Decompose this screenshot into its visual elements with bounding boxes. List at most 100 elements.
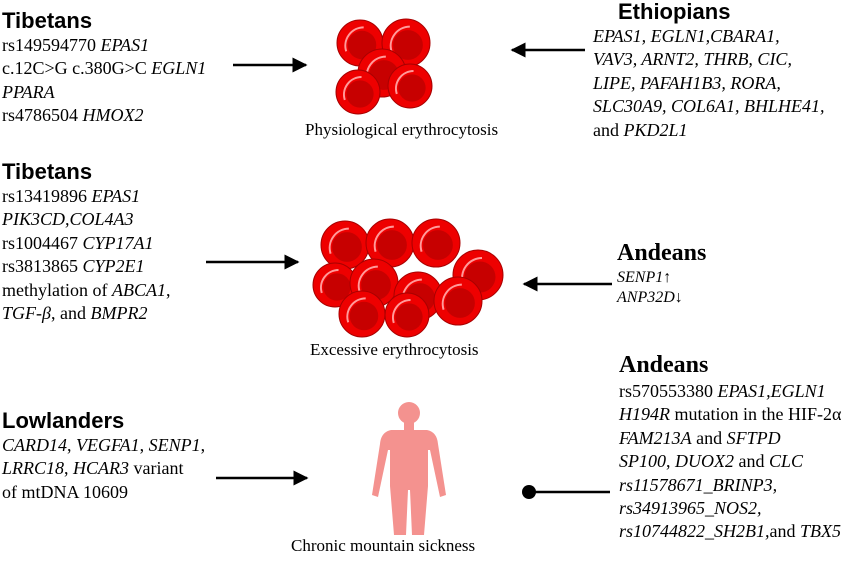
gene-name: SENP1: [148, 435, 201, 455]
gene-line: PIK3CD,COL4A3: [2, 208, 170, 231]
gene-text: rs1004467: [2, 232, 83, 253]
gene-name: rs10744822_SH2B1,: [619, 521, 770, 542]
group-title: Andeans: [617, 240, 707, 266]
group-title: Ethiopians: [618, 0, 731, 24]
gene-line: rs570553380 EPAS1,EGLN1: [619, 380, 841, 403]
gene-line: methylation of ABCA1,: [2, 279, 170, 302]
gene-name: HMOX2: [82, 105, 144, 126]
red-blood-cell-center: [323, 273, 351, 301]
red-blood-cell-highlight: [389, 25, 410, 52]
gene-text: ,: [165, 279, 171, 300]
red-blood-cell-highlight: [373, 225, 394, 252]
red-blood-cell-highlight: [419, 225, 440, 252]
gene-text: methylation of: [2, 279, 112, 300]
gene-line: PPARA: [2, 81, 206, 104]
gene-line: FAM213A and SFTPD: [619, 427, 841, 450]
group-ethiopians: Ethiopians EPAS1, EGLN1,CBARA1,VAV3, ARN…: [593, 0, 825, 142]
gene-line: and PKD2L1: [593, 119, 825, 142]
group-andeans-excessive: Andeans SENP1↑ANP32D↓: [617, 238, 706, 308]
gene-line: H194R mutation in the HIF-2α: [619, 403, 841, 426]
gene-name: EPAS1: [91, 186, 141, 206]
gene-list: EPAS1, EGLN1,CBARA1,VAV3, ARNT2, THRB, C…: [593, 25, 825, 142]
red-blood-cell-highlight: [346, 297, 366, 323]
gene-list: CARD14, VEGFA1, SENP1,LRRC18, HCAR3 vari…: [2, 434, 205, 504]
gene-text: ,: [139, 435, 149, 455]
gene-name: BMPR2: [90, 303, 148, 324]
group-title: Lowlanders: [2, 408, 125, 433]
caption-physiological: Physiological erythrocytosis: [305, 120, 499, 139]
gene-name: HCAR3: [73, 458, 130, 479]
gene-name: SLC30A9, COL6A1, BHLHE41,: [593, 96, 825, 117]
gene-name: EGLN1: [151, 58, 207, 79]
gene-name: TBX5: [800, 521, 842, 542]
gene-text: and: [691, 427, 727, 448]
gene-name: DUOX2: [675, 451, 734, 472]
red-blood-cell-center: [398, 74, 426, 102]
rbc-cluster-physiological: [335, 18, 433, 115]
gene-name: TGF-β: [2, 303, 51, 324]
gene-text: c.12C>G c.380G>C: [2, 58, 152, 79]
group-title: Tibetans: [2, 8, 93, 33]
gene-name: VAV3, ARNT2, THRB, CIC,: [593, 49, 792, 70]
inhibitor-dot: [522, 485, 536, 499]
gene-name: SFTPD: [726, 427, 781, 448]
group-title: Andeans: [619, 352, 709, 378]
gene-name: LRRC18: [2, 458, 65, 479]
gene-name: rs11578671_BRINP3,: [619, 474, 778, 495]
gene-name: FAM213A: [619, 427, 692, 448]
red-blood-cell-center: [393, 30, 423, 60]
gene-line: SENP1↑: [617, 268, 706, 288]
gene-name: PPARA: [2, 81, 55, 102]
gene-line: rs1004467 CYP17A1: [2, 232, 170, 255]
gene-line: VAV3, ARNT2, THRB, CIC,: [593, 48, 825, 71]
gene-name: VEGFA1: [76, 435, 140, 455]
gene-line: CARD14, VEGFA1, SENP1,: [2, 434, 205, 457]
gene-name: CYP2E1: [82, 256, 145, 277]
gene-name: rs34913965_NOS2,: [619, 498, 762, 519]
red-blood-cell-center: [445, 288, 475, 318]
gene-line: rs149594770 EPAS1: [2, 34, 206, 57]
red-blood-cell-highlight: [320, 269, 339, 294]
gene-text: ,: [666, 451, 675, 472]
gene-line: SLC30A9, COL6A1, BHLHE41,: [593, 95, 825, 118]
gene-text: ↓: [674, 289, 683, 306]
gene-text: and: [734, 451, 769, 472]
red-blood-cell-center: [423, 230, 453, 260]
gene-line: rs4786504 HMOX2: [2, 104, 206, 127]
gene-line: LIPE, PAFAH1B3, RORA,: [593, 72, 825, 95]
gene-text: rs3813865: [2, 256, 83, 277]
gene-name: ABCA1: [111, 279, 166, 300]
gene-text: ,: [200, 435, 206, 455]
gene-line: c.12C>G c.380G>C EGLN1: [2, 57, 206, 80]
red-blood-cell-center: [377, 230, 407, 260]
red-blood-cell-highlight: [395, 70, 414, 95]
gene-line: rs13419896 EPAS1: [2, 185, 170, 208]
red-blood-cell-highlight: [343, 76, 362, 101]
gene-line: TGF-β, and BMPR2: [2, 302, 170, 325]
red-blood-cell-center: [349, 301, 379, 331]
caption-cms: Chronic mountain sickness: [291, 536, 476, 555]
gene-name: PIK3CD,COL4A3: [2, 209, 134, 230]
caption-excessive: Excessive erythrocytosis: [310, 340, 479, 359]
gene-line: ANP32D↓: [617, 288, 706, 308]
gene-text: ,: [64, 458, 74, 479]
gene-line: rs3813865 CYP2E1: [2, 255, 170, 278]
red-blood-cell-center: [332, 232, 362, 262]
group-title: Tibetans: [2, 159, 93, 184]
gene-text: rs4786504: [2, 105, 83, 126]
red-blood-cell-highlight: [328, 227, 349, 254]
gene-line: rs11578671_BRINP3,: [619, 474, 841, 497]
gene-list: SENP1↑ANP32D↓: [617, 268, 706, 308]
gene-text: of mtDNA 10609: [2, 481, 128, 502]
gene-name: CYP17A1: [82, 232, 154, 253]
gene-name: EPAS1: [100, 35, 150, 55]
gene-text: rs149594770: [2, 35, 101, 55]
gene-line: LRRC18, HCAR3 variant: [2, 457, 205, 480]
gene-line: SP100, DUOX2 and CLC: [619, 450, 841, 473]
